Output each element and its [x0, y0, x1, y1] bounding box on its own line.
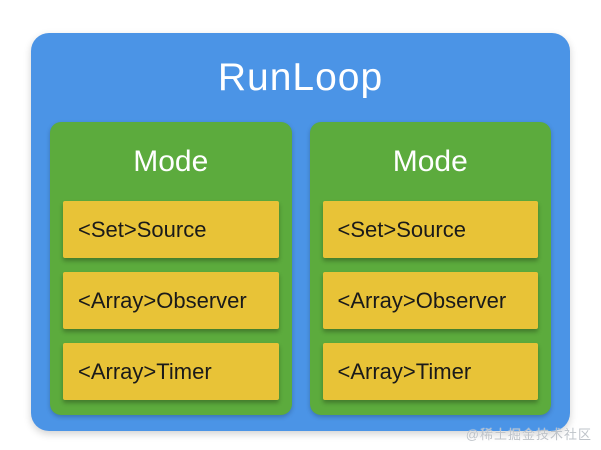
mode-item-source: <Set>Source	[63, 201, 279, 258]
mode-item-observer: <Array>Observer	[63, 272, 279, 329]
mode-title: Mode	[392, 144, 468, 178]
runloop-title: RunLoop	[217, 55, 384, 99]
mode-item-observer: <Array>Observer	[322, 272, 538, 329]
mode-item-timer: <Array>Timer	[63, 343, 279, 400]
mode-items-list: <Set>Source <Array>Observer <Array>Timer	[310, 201, 552, 400]
modes-row: Mode <Set>Source <Array>Observer <Array>…	[31, 122, 570, 415]
runloop-container: RunLoop Mode <Set>Source <Array>Observer…	[31, 33, 570, 431]
mode-box-right: Mode <Set>Source <Array>Observer <Array>…	[309, 122, 552, 415]
mode-title: Mode	[133, 144, 209, 178]
mode-box-left: Mode <Set>Source <Array>Observer <Array>…	[50, 122, 292, 415]
mode-item-source: <Set>Source	[322, 201, 538, 258]
watermark: @稀土掘金技术社区	[465, 427, 592, 442]
mode-items-list: <Set>Source <Array>Observer <Array>Timer	[50, 201, 292, 400]
mode-item-timer: <Array>Timer	[322, 343, 538, 400]
